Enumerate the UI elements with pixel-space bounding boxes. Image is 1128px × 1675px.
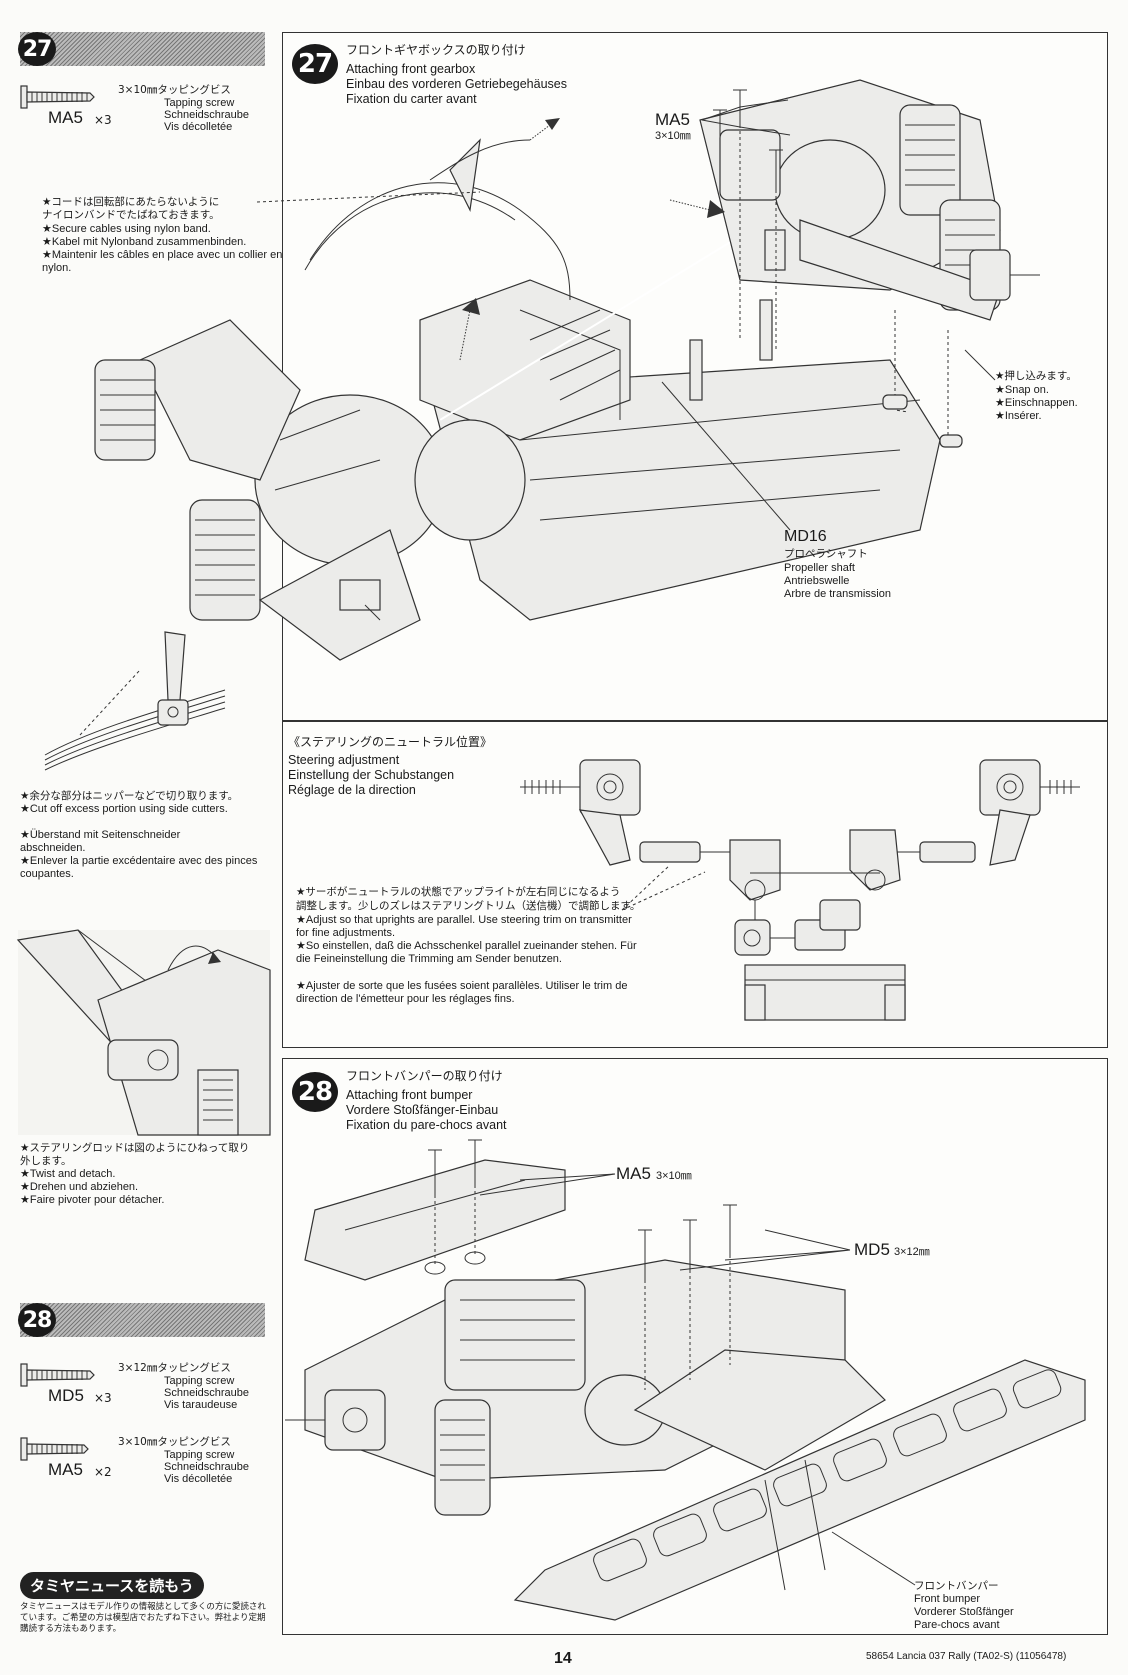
md16-leader bbox=[661, 381, 791, 531]
snap-note-fr: ★Insérer. bbox=[995, 410, 1042, 422]
cable-note-fr: ★Maintenir les câbles en place avec un c… bbox=[42, 249, 283, 274]
step28-number-badge: 28 bbox=[292, 1072, 338, 1112]
tamiya-news-banner: タミヤニュースを読もう bbox=[20, 1572, 204, 1599]
md16-en: Propeller shaft bbox=[784, 562, 855, 574]
steering-note-en: ★Adjust so that uprights are parallel. U… bbox=[296, 914, 632, 939]
callout-ma5-leader bbox=[701, 99, 791, 136]
bumper-label-leader bbox=[831, 1531, 916, 1586]
screw2-name-en: Tapping screw bbox=[164, 1449, 235, 1461]
steering-note-jp2: 調整します。少しのズレはステアリングトリム（送信機）で調節します。 bbox=[296, 900, 641, 912]
callout-md5-size: 3×12㎜ bbox=[894, 1246, 930, 1258]
md16-fr: Arbre de transmission bbox=[784, 588, 891, 600]
step27-sidebar-number: 27 bbox=[18, 32, 56, 66]
tamiya-news-text: タミヤニュースはモデル作りの情報誌として多くの方に愛読されています。ご希望の方は… bbox=[20, 1602, 266, 1634]
steering-separator bbox=[282, 720, 1108, 722]
bumper-label-fr: Pare-chocs avant bbox=[914, 1619, 1000, 1631]
md16-jp: プロペラシャフト bbox=[784, 548, 868, 560]
callout28-ma5-size: 3×10㎜ bbox=[656, 1170, 692, 1182]
step28-sidebar-header bbox=[20, 1303, 265, 1337]
step28-title-fr: Fixation du pare-chocs avant bbox=[346, 1118, 507, 1132]
cable-note-de: ★Kabel mit Nylonband zusammenbinden. bbox=[42, 236, 247, 248]
part-code: MA5 bbox=[48, 1460, 83, 1479]
cut-note-jp: ★余分な部分はニッパーなどで切り取ります。 bbox=[20, 790, 239, 802]
steering-title-jp: 《ステアリングのニュートラル位置》 bbox=[288, 735, 493, 749]
front-bumper-illustration bbox=[285, 1139, 1086, 1621]
tapping-screw-icon bbox=[20, 85, 95, 109]
step28-title-de: Vordere Stoßfänger-Einbau bbox=[346, 1103, 499, 1117]
tapping-screw-icon bbox=[20, 1437, 89, 1461]
callout-ma5-code: MA5 bbox=[655, 110, 690, 129]
twist-note-de: ★Drehen und abziehen. bbox=[20, 1181, 139, 1193]
screw-spec: 3×10㎜タッピングビス bbox=[118, 84, 231, 96]
part-qty: ×2 bbox=[94, 1465, 112, 1479]
steering-title-fr: Réglage de la direction bbox=[288, 783, 416, 797]
snap-note-en: ★Snap on. bbox=[995, 384, 1049, 396]
cable-note-en: ★Secure cables using nylon band. bbox=[42, 223, 211, 235]
bumper-slots bbox=[593, 1369, 1062, 1582]
snap-note-de: ★Einschnappen. bbox=[995, 397, 1078, 409]
steering-title-de: Einstellung der Schubstangen bbox=[288, 768, 455, 782]
md16-code: MD16 bbox=[784, 528, 827, 545]
steering-linkage-illustration bbox=[520, 759, 1080, 1021]
screw2-name-de: Schneidschraube bbox=[164, 1461, 250, 1473]
cable-note-jp1: ★コードは回転部にあたらないように bbox=[42, 196, 220, 208]
cut-note-fr: ★Enlever la partie excédentaire avec des… bbox=[20, 855, 258, 880]
callout-md5-code: MD5 bbox=[854, 1240, 890, 1259]
step28-sidebar-number: 28 bbox=[18, 1303, 56, 1337]
steering-title-en: Steering adjustment bbox=[288, 753, 400, 767]
cable-note-leader bbox=[256, 191, 481, 203]
screw-name-fr: Vis décolletée bbox=[164, 121, 233, 133]
twist-detach-illustration bbox=[16, 929, 271, 1136]
nylon-band-illustration bbox=[44, 631, 226, 771]
snap-note-jp: ★押し込みます。 bbox=[995, 370, 1077, 382]
part-qty: ×3 bbox=[94, 113, 112, 127]
screw1-spec: 3×12㎜タッピングビス bbox=[118, 1362, 231, 1374]
screw2-name-fr: Vis décolletée bbox=[164, 1473, 233, 1485]
md16-de: Antriebswelle bbox=[784, 575, 850, 587]
screw1-name-fr: Vis taraudeuse bbox=[164, 1399, 238, 1411]
twist-note-fr: ★Faire pivoter pour détacher. bbox=[20, 1194, 165, 1206]
part-code: MD5 bbox=[48, 1386, 84, 1405]
steering-note-fr: ★Ajuster de sorte que les fusées soient … bbox=[296, 980, 628, 1005]
callout28-ma5-leader bbox=[479, 1173, 616, 1196]
step28-title-jp: フロントバンパーの取り付け bbox=[346, 1069, 503, 1083]
bumper-label-de: Vorderer Stoßfänger bbox=[914, 1606, 1014, 1618]
cut-note-en: ★Cut off excess portion using side cutte… bbox=[20, 803, 228, 815]
step27-title-jp: フロントギヤボックスの取り付け bbox=[346, 43, 526, 57]
steering-note-de: ★So einstellen, daß die Achsschenkel par… bbox=[296, 940, 637, 965]
twist-note-jp: ★ステアリングロッドは図のようにひねって取り外します。 bbox=[20, 1142, 250, 1167]
callout-ma5-size: 3×10㎜ bbox=[655, 130, 691, 142]
screw-name-de: Schneidschraube bbox=[164, 109, 250, 121]
step27-number-badge: 27 bbox=[292, 44, 338, 84]
cable-note-jp2: ナイロンバンドでたばねておきます。 bbox=[42, 209, 220, 221]
callout-md5-leader bbox=[679, 1229, 851, 1271]
step27-title-en: Attaching front gearbox bbox=[346, 62, 476, 76]
footer-reference: 58654 Lancia 037 Rally (TA02-S) (1105647… bbox=[866, 1651, 1067, 1662]
callout28-ma5-code: MA5 bbox=[616, 1164, 651, 1183]
screw1-name-en: Tapping screw bbox=[164, 1375, 235, 1387]
steering-note-leader bbox=[621, 864, 706, 911]
screw-name-en: Tapping screw bbox=[164, 97, 235, 109]
bumper-label-jp: フロントバンパー bbox=[914, 1580, 999, 1592]
step27-sidebar-header bbox=[20, 32, 265, 66]
bumper-label-en: Front bumper bbox=[914, 1593, 981, 1605]
tapping-screw-icon bbox=[20, 1363, 95, 1387]
twist-note-en: ★Twist and detach. bbox=[20, 1168, 116, 1180]
page-number: 14 bbox=[554, 1650, 572, 1667]
part-code: MA5 bbox=[48, 108, 83, 127]
step28-title-en: Attaching front bumper bbox=[346, 1088, 473, 1102]
step27-title-fr: Fixation du carter avant bbox=[346, 92, 477, 106]
steering-note-jp1: ★サーボがニュートラルの状態でアップライトが左右同じになるよう bbox=[296, 886, 621, 898]
cut-note-de: ★Überstand mit Seitenschneider abschneid… bbox=[20, 829, 181, 854]
screw2-spec: 3×10㎜タッピングビス bbox=[118, 1436, 231, 1448]
snap-note-leader bbox=[939, 330, 996, 448]
screw1-name-de: Schneidschraube bbox=[164, 1387, 250, 1399]
step27-title-de: Einbau des vorderen Getriebegehäuses bbox=[346, 77, 567, 91]
part-qty: ×3 bbox=[94, 1391, 112, 1405]
